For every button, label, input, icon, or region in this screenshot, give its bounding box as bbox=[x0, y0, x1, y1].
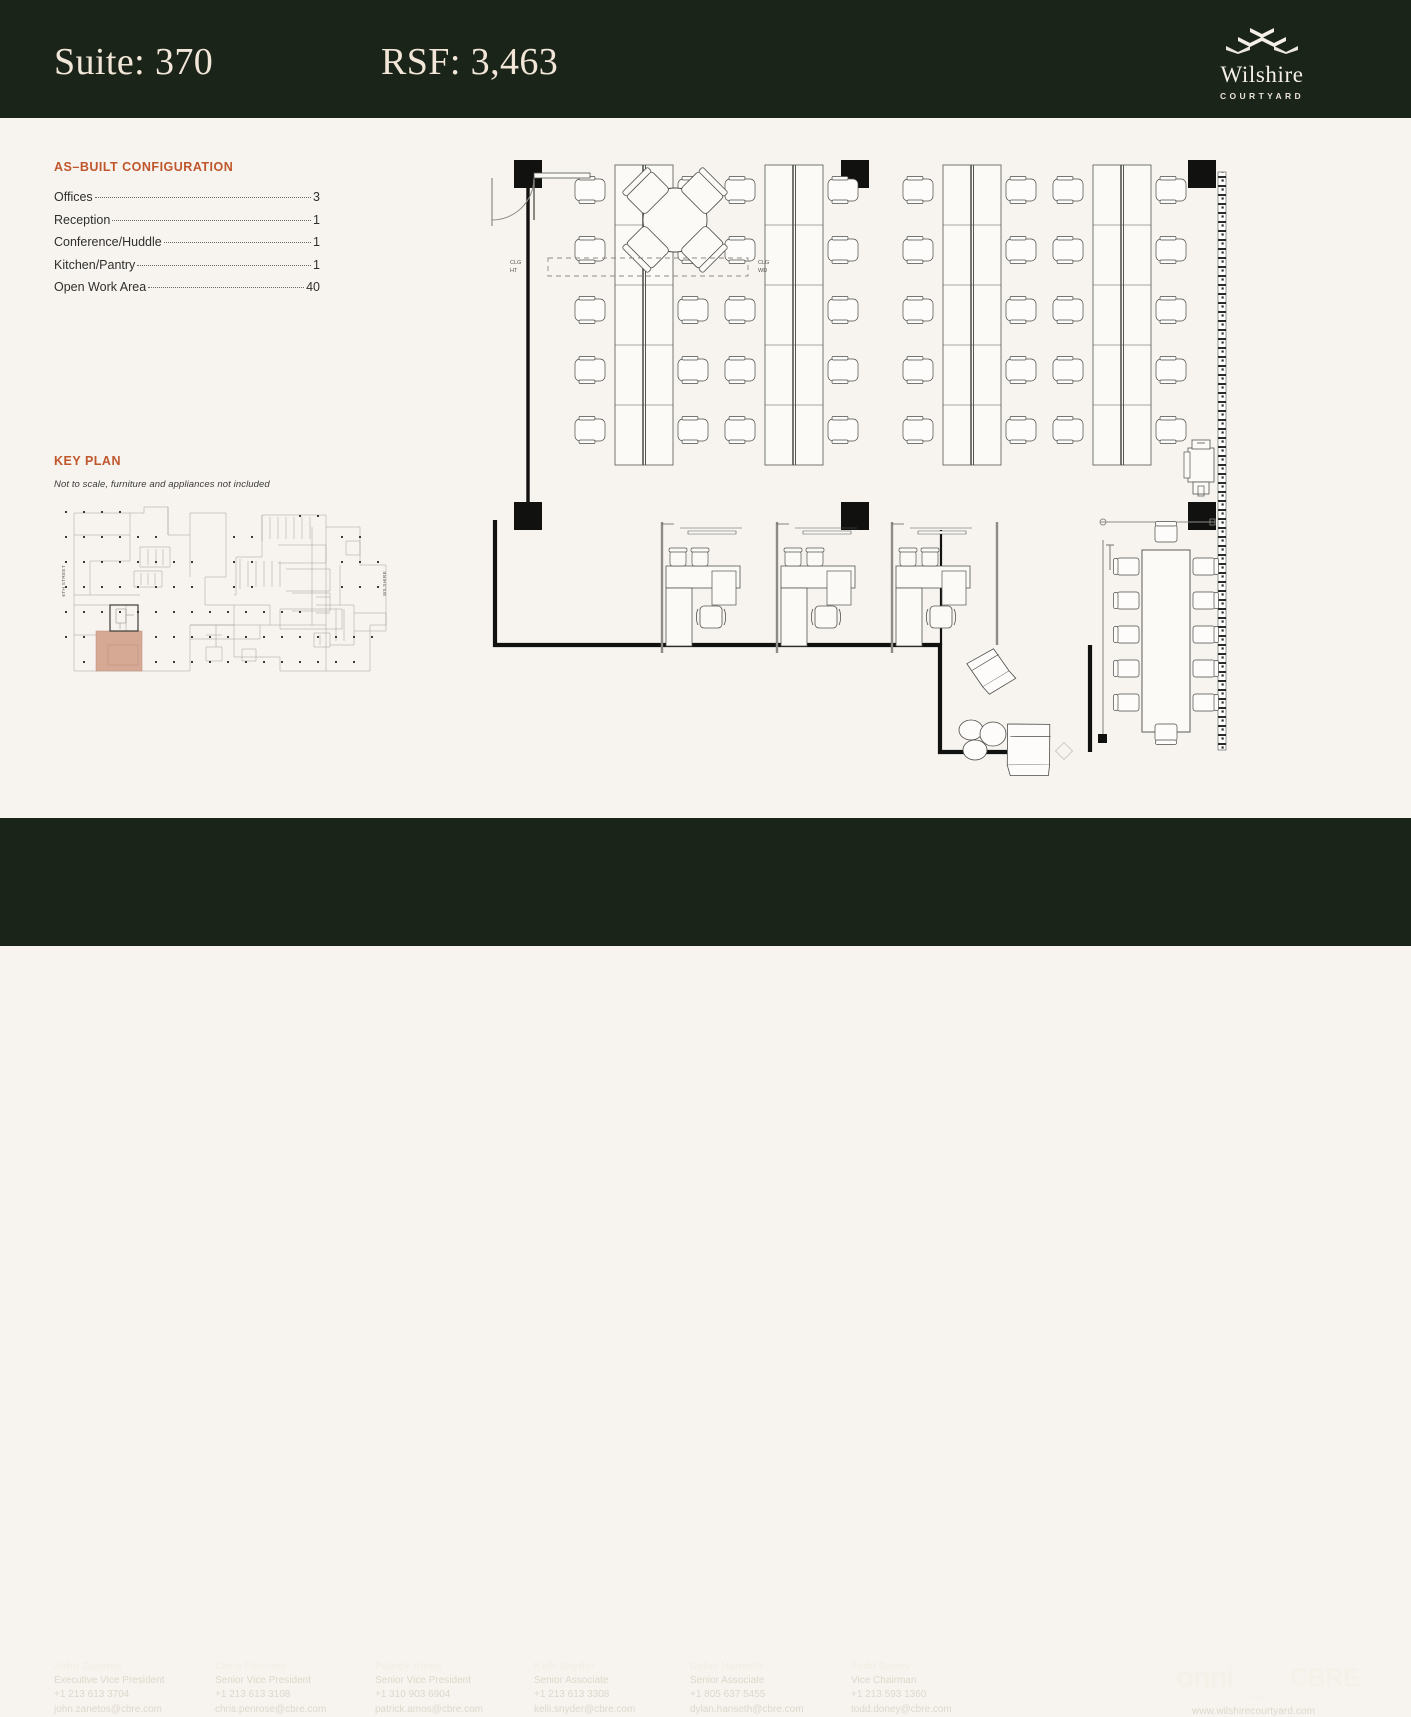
onni-group-logo: onni ® group bbox=[1176, 1661, 1269, 1702]
contact-email[interactable]: john.zanetos@cbre.com bbox=[54, 1703, 162, 1715]
suite-number: Suite: 370 bbox=[54, 41, 214, 83]
contact-phone[interactable]: +1 213 613 3308 bbox=[534, 1689, 610, 1701]
contact-phone[interactable]: +1 310 903 6904 bbox=[375, 1689, 451, 1701]
contact-phone[interactable]: +1 213 593 1360 bbox=[851, 1689, 927, 1701]
logo-wordmark: Wilshire bbox=[1220, 62, 1304, 87]
leader-dots bbox=[94, 197, 312, 198]
pantry-fixture bbox=[1183, 439, 1215, 497]
contact-card: Patrick Amos Senior Vice President +1 31… bbox=[375, 1659, 483, 1717]
contact-card: Chris Penrose Senior Vice President +1 2… bbox=[215, 1659, 326, 1717]
contact-card: Dylan Hanseth Senior Associate +1 805 63… bbox=[690, 1659, 804, 1717]
key-plan-svg bbox=[65, 506, 387, 672]
config-label: Conference/Huddle bbox=[54, 235, 162, 249]
contact-card: Todd Doney Vice Chairman +1 213 593 1360… bbox=[851, 1659, 952, 1717]
onni-subtitle: group bbox=[1242, 1694, 1266, 1701]
conference-table bbox=[1141, 549, 1191, 733]
private-offices bbox=[658, 516, 999, 655]
key-plan-diagram: 6TH STREET WILSHIRE bbox=[30, 505, 400, 695]
leader-dots bbox=[148, 287, 305, 288]
huddle-room bbox=[622, 167, 728, 273]
config-row: Reception 1 bbox=[54, 209, 320, 232]
config-value: 40 bbox=[306, 280, 320, 294]
reception-lounge bbox=[958, 648, 1074, 776]
contact-name: John Zanetos bbox=[54, 1660, 123, 1672]
contact-name: Kelli Snyder bbox=[534, 1660, 595, 1672]
contact-phone[interactable]: +1 213 613 3704 bbox=[54, 1689, 130, 1701]
registered-trademark-icon: ® bbox=[1263, 1664, 1269, 1671]
contact-email[interactable]: kelli.snyder@cbre.com bbox=[534, 1703, 636, 1715]
contact-card: John Zanetos Executive Vice President +1… bbox=[54, 1659, 164, 1717]
config-value: 1 bbox=[313, 257, 320, 272]
config-label: Kitchen/Pantry bbox=[54, 257, 136, 272]
conference-room bbox=[1098, 518, 1219, 745]
contact-name: Todd Doney bbox=[851, 1660, 911, 1672]
contact-name: Chris Penrose bbox=[215, 1660, 287, 1672]
contact-email[interactable]: patrick.amos@cbre.com bbox=[375, 1703, 483, 1715]
curtain-wall bbox=[1217, 171, 1227, 751]
page-footer: John Zanetos Executive Vice President +1… bbox=[0, 818, 1411, 1717]
leader-dots bbox=[163, 242, 312, 243]
config-label: Reception bbox=[54, 212, 111, 227]
config-row: Kitchen/Pantry 1 bbox=[54, 254, 320, 277]
config-label: Open Work Area bbox=[54, 280, 147, 294]
contact-title: Senior Vice President bbox=[375, 1675, 471, 1686]
leader-dots bbox=[137, 264, 312, 266]
config-value: 1 bbox=[313, 212, 320, 227]
suite-370-floor-plan: CLG HT CLG WD bbox=[470, 140, 1270, 790]
contact-name: Dylan Hanseth bbox=[690, 1660, 763, 1672]
onni-wordmark: onni bbox=[1176, 1661, 1235, 1694]
key-plan-title: KEY PLAN bbox=[54, 454, 121, 468]
contact-name: Patrick Amos bbox=[375, 1660, 442, 1672]
website-url[interactable]: www.wilshirecourtyard.com bbox=[1192, 1706, 1316, 1717]
room-tag: HT bbox=[510, 268, 518, 274]
leader-dots bbox=[112, 219, 312, 221]
logo-subtitle: COURTYARD bbox=[1219, 91, 1305, 101]
as-built-configuration-title: AS–BUILT CONFIGURATION bbox=[54, 160, 234, 174]
configuration-list: Offices 3 Reception 1 Conference/Huddle … bbox=[54, 186, 320, 299]
room-tag: CLG bbox=[758, 260, 769, 266]
wilshire-courtyard-logo: Wilshire COURTYARD bbox=[1196, 26, 1328, 101]
reception-entry bbox=[491, 172, 591, 226]
config-value: 3 bbox=[313, 190, 320, 204]
contact-email[interactable]: chris.penrose@cbre.com bbox=[215, 1703, 327, 1715]
contact-phone[interactable]: +1 213 613 3108 bbox=[215, 1689, 291, 1701]
config-value: 1 bbox=[313, 235, 320, 249]
key-plan-highlighted-suite bbox=[95, 630, 143, 672]
key-plan-street-left: 6TH STREET bbox=[61, 565, 66, 597]
wilshire-wave-mark bbox=[1226, 28, 1298, 54]
contact-title: Senior Associate bbox=[534, 1675, 609, 1686]
contact-title: Vice Chairman bbox=[851, 1675, 917, 1686]
cbre-logo: CBRE bbox=[1290, 1663, 1360, 1692]
contact-card: Kelli Snyder Senior Associate +1 213 613… bbox=[534, 1659, 635, 1717]
config-row: Open Work Area 40 bbox=[54, 276, 320, 299]
floor-marker bbox=[1054, 741, 1074, 761]
kitchen-pantry: CLG HT CLG WD bbox=[510, 257, 769, 277]
contact-title: Senior Associate bbox=[690, 1675, 765, 1686]
contact-email[interactable]: todd.doney@cbre.com bbox=[851, 1703, 952, 1715]
page-header: Suite: 370 RSF: 3,463 Wilshire COURTYARD bbox=[0, 0, 1411, 118]
config-row: Conference/Huddle 1 bbox=[54, 231, 320, 254]
config-row: Offices 3 bbox=[54, 186, 320, 209]
room-tag: WD bbox=[758, 268, 767, 274]
config-label: Offices bbox=[54, 190, 93, 204]
contact-title: Senior Vice President bbox=[215, 1675, 311, 1686]
brand-logos: onni ® group CBRE bbox=[1176, 1661, 1366, 1702]
contact-phone[interactable]: +1 805 637 5455 bbox=[690, 1689, 766, 1701]
contact-email[interactable]: dylan.hanseth@cbre.com bbox=[690, 1703, 804, 1715]
contact-title: Executive Vice President bbox=[54, 1675, 165, 1686]
key-plan-street-right: WILSHIRE bbox=[382, 571, 387, 597]
room-tag: CLG bbox=[510, 260, 521, 266]
key-plan-note: Not to scale, furniture and appliances n… bbox=[54, 479, 270, 490]
floor-plan-svg: CLG HT CLG WD bbox=[491, 160, 1227, 776]
rsf-value: RSF: 3,463 bbox=[381, 41, 559, 83]
